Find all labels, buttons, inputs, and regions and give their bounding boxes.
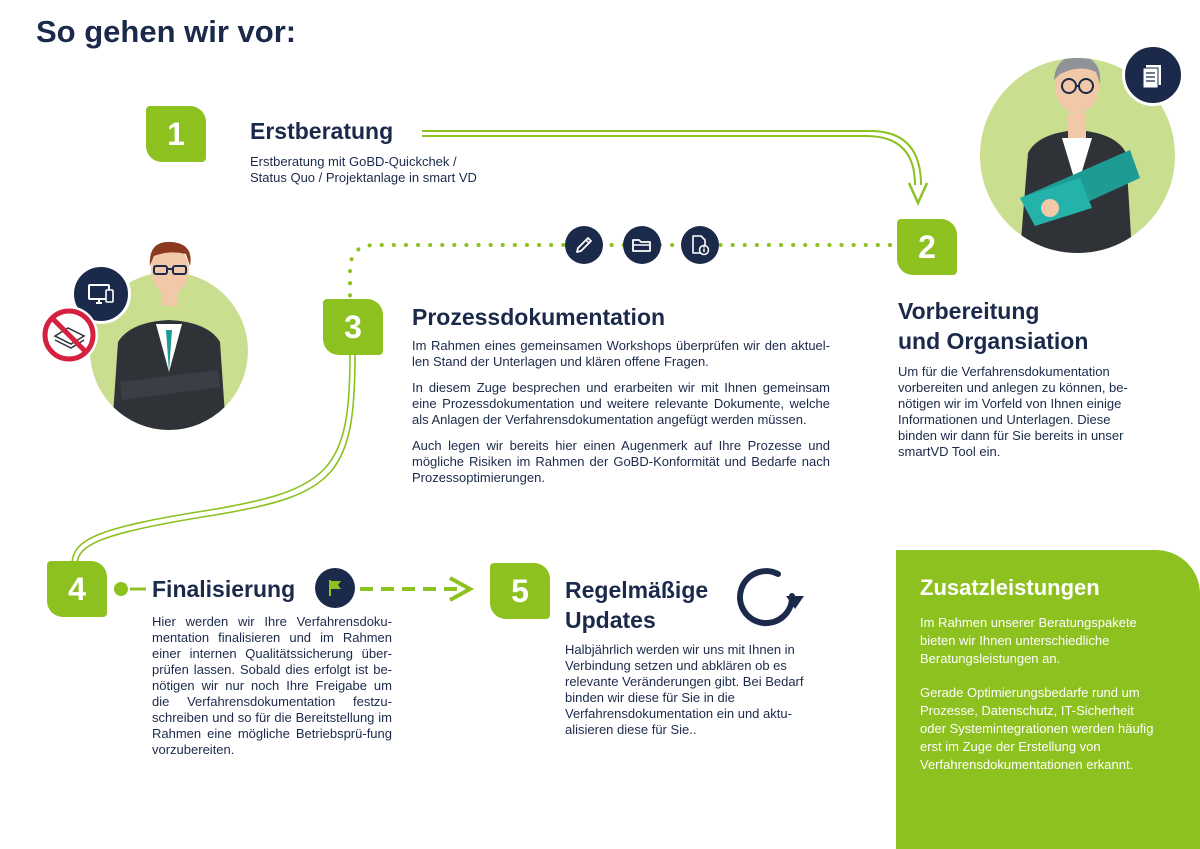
step-5-text: Halbjährlich werden wir uns mit Ihnen in… <box>565 642 804 737</box>
step-3-title: Prozessdokumentation <box>412 304 666 330</box>
step-5-badge: 5 <box>490 563 550 619</box>
step-2-title: Vorbereitung und Organsiation <box>898 296 1088 356</box>
step-3-paragraph: In diesem Zuge besprechen und erarbeiten… <box>412 380 830 427</box>
step-3-text: Im Rahmen eines gemeinsamen Workshops üb… <box>412 338 830 496</box>
step-2-text: Um für die Verfahrensdokumentation vorbe… <box>898 364 1128 459</box>
refresh-icon <box>734 566 804 635</box>
step-1-text-line: Erstberatung mit GoBD-Quickchek / <box>250 154 457 169</box>
step-1-text-line: Status Quo / Projektanlage in smart VD <box>250 170 477 185</box>
documents-icon <box>1122 44 1184 106</box>
step-4-badge: 4 <box>47 561 107 617</box>
consultant-head-left <box>140 238 200 323</box>
additional-services-title: Zusatzleistungen <box>920 575 1100 600</box>
step-5-title-line: Updates <box>565 607 656 633</box>
step-3-badge: 3 <box>323 299 383 355</box>
consultant-illustration-right <box>980 58 1175 253</box>
pencil-icon <box>565 226 603 264</box>
dotted-line-step2-to-step3 <box>348 243 892 298</box>
step-3-paragraph: Im Rahmen eines gemeinsamen Workshops üb… <box>412 338 830 369</box>
step-2-badge: 2 <box>897 219 957 275</box>
bullet-dot-step4 <box>114 582 128 596</box>
arrow-step1-to-step2 <box>422 130 929 207</box>
step-4-text: Hier werden wir Ihre Verfahrensdoku-ment… <box>152 614 392 757</box>
additional-services-paragraph: Gerade Optimierungsbedarfe rund um Proze… <box>920 685 1154 772</box>
step-1-text: Erstberatung mit GoBD-Quickchek / Status… <box>250 154 550 186</box>
step-1-title: Erstberatung <box>250 118 394 144</box>
step-5-title-line: Regelmäßige <box>565 577 709 603</box>
step-1-badge: 1 <box>146 106 206 162</box>
step-5-title: Regelmäßige Updates <box>565 575 708 635</box>
additional-services-panel: Zusatzleistungen Im Rahmen unserer Berat… <box>896 550 1200 849</box>
step-2-title-line: und Organsiation <box>898 328 1089 354</box>
step-3-paragraph: Auch legen wir bereits hier einen Augenm… <box>412 438 830 485</box>
flag-icon <box>315 568 355 608</box>
additional-services-paragraph: Im Rahmen unserer Beratungspakete bieten… <box>920 615 1137 666</box>
folder-icon <box>623 226 661 264</box>
no-paper-icon <box>40 306 98 364</box>
curve-step3-to-step4 <box>71 354 356 566</box>
document-info-icon <box>681 226 719 264</box>
step-4-title: Finalisierung <box>152 576 296 602</box>
step-2-title-line: Vorbereitung <box>898 298 1040 324</box>
page-title: So gehen wir vor: <box>36 14 297 49</box>
